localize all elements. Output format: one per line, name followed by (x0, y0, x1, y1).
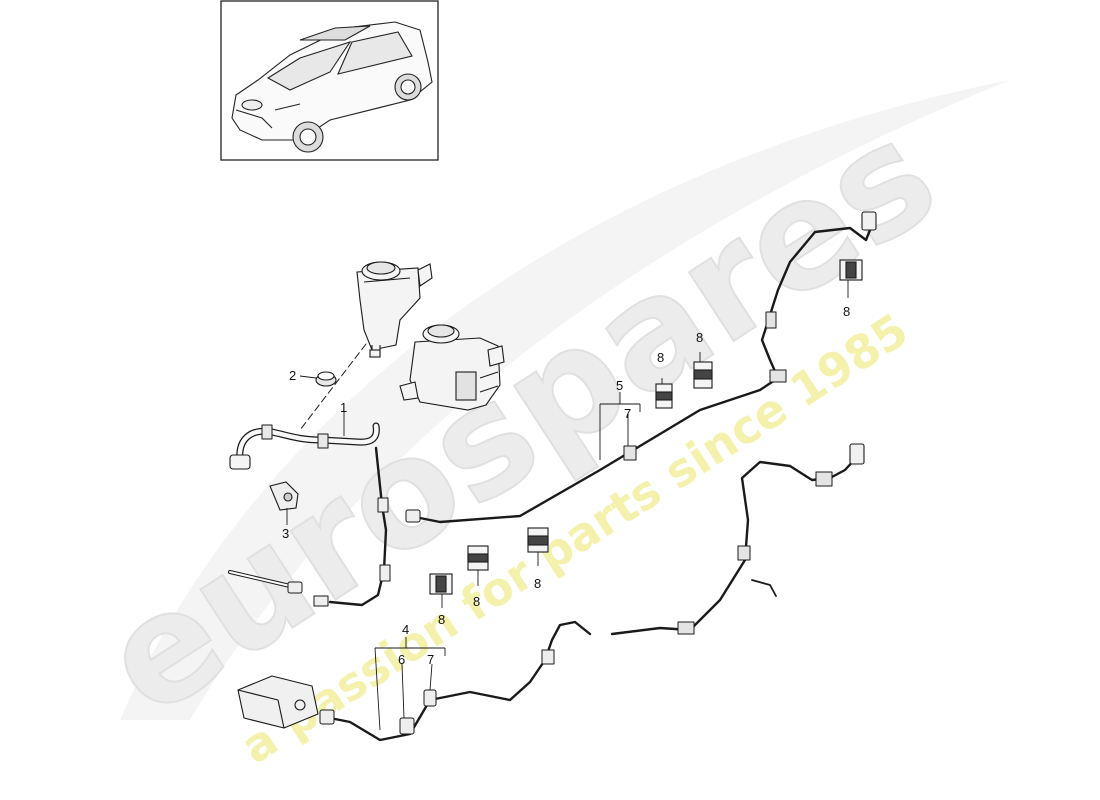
leader-lines (286, 280, 849, 731)
callout-7-upper: 7 (624, 406, 631, 421)
callout-8-d: 8 (534, 576, 541, 591)
distributor-block (237, 675, 319, 729)
callout-3: 3 (282, 526, 289, 541)
callout-4: 4 (402, 622, 409, 637)
callout-8-b: 8 (696, 330, 703, 345)
car-icon (231, 21, 433, 153)
watermark: eurospares a passion for parts since 198… (74, 80, 1010, 774)
callouts: 1 2 3 5 7 4 6 7 8 8 8 8 8 8 (282, 304, 850, 667)
callout-1: 1 (340, 400, 347, 415)
callout-6: 6 (398, 652, 405, 667)
clips-8 (429, 259, 863, 595)
clamp-2 (315, 371, 337, 387)
callout-8-e: 8 (473, 594, 480, 609)
callout-7-lower: 7 (427, 652, 434, 667)
clip-1 (655, 383, 673, 409)
reservoir-lower (399, 324, 505, 411)
brake-lines (228, 211, 877, 742)
connector-3 (269, 481, 299, 511)
callout-2: 2 (289, 368, 296, 383)
clip-4 (527, 527, 549, 553)
callout-8-f: 8 (438, 612, 445, 627)
reservoir-upper (356, 261, 433, 358)
clip-5 (467, 545, 489, 571)
vehicle-thumbnail (220, 0, 439, 161)
clip-3 (839, 259, 863, 281)
callout-8-c: 8 (843, 304, 850, 319)
watermark-brand: eurospares (75, 88, 965, 750)
callout-8-a: 8 (657, 350, 664, 365)
clip-6 (429, 573, 453, 595)
clip-2 (693, 361, 713, 389)
callout-5: 5 (616, 378, 623, 393)
watermark-swoosh (120, 80, 1010, 720)
